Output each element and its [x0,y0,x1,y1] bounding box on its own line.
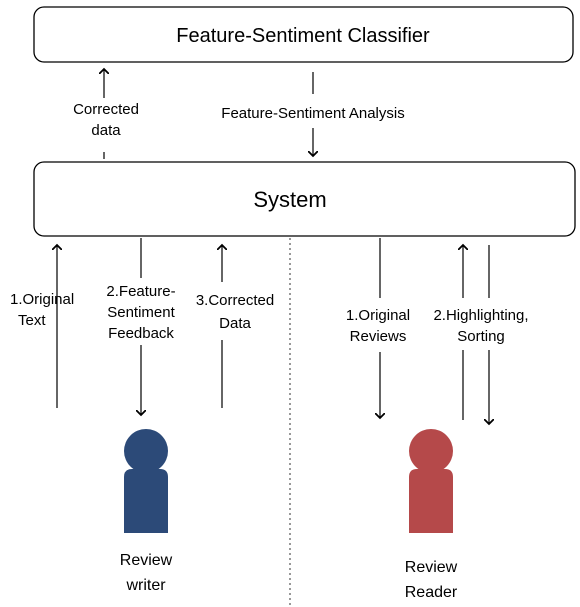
writer-original-text-label-1: 1.Original [10,291,74,308]
writer-original-text-label-2: Text [18,312,46,329]
writer-feedback-link: 2.Feature- Sentiment Feedback [106,238,176,415]
reader-original-reviews-link: 1.Original Reviews [346,238,410,418]
writer-original-text-link: 1.Original Text [10,245,74,408]
review-reader-label-2: Reader [405,584,458,601]
reader-original-reviews-label-1: 1.Original [346,307,410,324]
writer-corrected-data-label-2: Data [219,315,251,332]
reader-highlighting-label-2: Sorting [457,328,505,345]
review-reader-person: Review Reader [405,429,458,601]
classifier-box: Feature-Sentiment Classifier [33,6,574,63]
writer-corrected-data-link: 3.Corrected Data [196,245,274,408]
corrected-data-link: Corrected data [73,69,139,159]
corrected-data-label-2: data [91,122,121,139]
writer-corrected-data-label-1: 3.Corrected [196,292,274,309]
review-writer-person: Review writer [120,429,173,594]
analysis-link: Feature-Sentiment Analysis [221,72,405,156]
writer-feedback-label-2: Sentiment [107,304,175,321]
writer-feedback-label-1: 2.Feature- [106,283,175,300]
reader-original-reviews-label-2: Reviews [350,328,407,345]
review-reader-person-icon [409,429,453,533]
review-writer-label-2: writer [125,577,166,594]
writer-feedback-label-3: Feedback [108,325,174,342]
analysis-label: Feature-Sentiment Analysis [221,105,404,122]
corrected-data-label-1: Corrected [73,101,139,118]
system-title: System [253,187,326,212]
review-writer-label-1: Review [120,552,173,569]
classifier-title: Feature-Sentiment Classifier [176,25,430,47]
review-reader-label-1: Review [405,559,458,576]
reader-highlighting-label-1: 2.Highlighting, [433,307,528,324]
reader-highlighting-link: 2.Highlighting, Sorting [433,245,529,424]
system-box: System [33,161,576,237]
review-writer-person-icon [124,429,168,533]
